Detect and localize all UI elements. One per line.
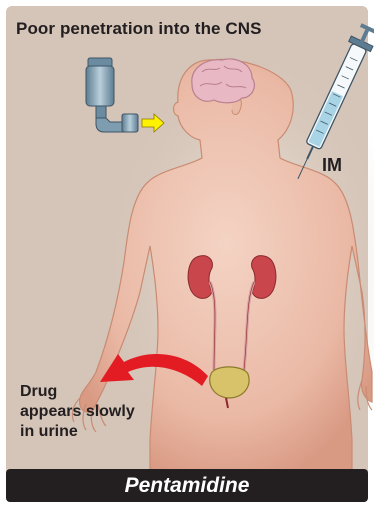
excretion-label-line3: in urine — [20, 422, 135, 442]
diagram-title: Poor penetration into the CNS — [16, 19, 262, 39]
excretion-label-line1: Drug — [20, 382, 135, 402]
brain-icon — [192, 59, 255, 103]
excretion-label: Drug appears slowly in urine — [20, 382, 135, 442]
excretion-label-line2: appears slowly — [20, 402, 135, 422]
drug-name-banner: Pentamidine — [6, 469, 368, 502]
route-label-im: IM — [322, 155, 342, 176]
